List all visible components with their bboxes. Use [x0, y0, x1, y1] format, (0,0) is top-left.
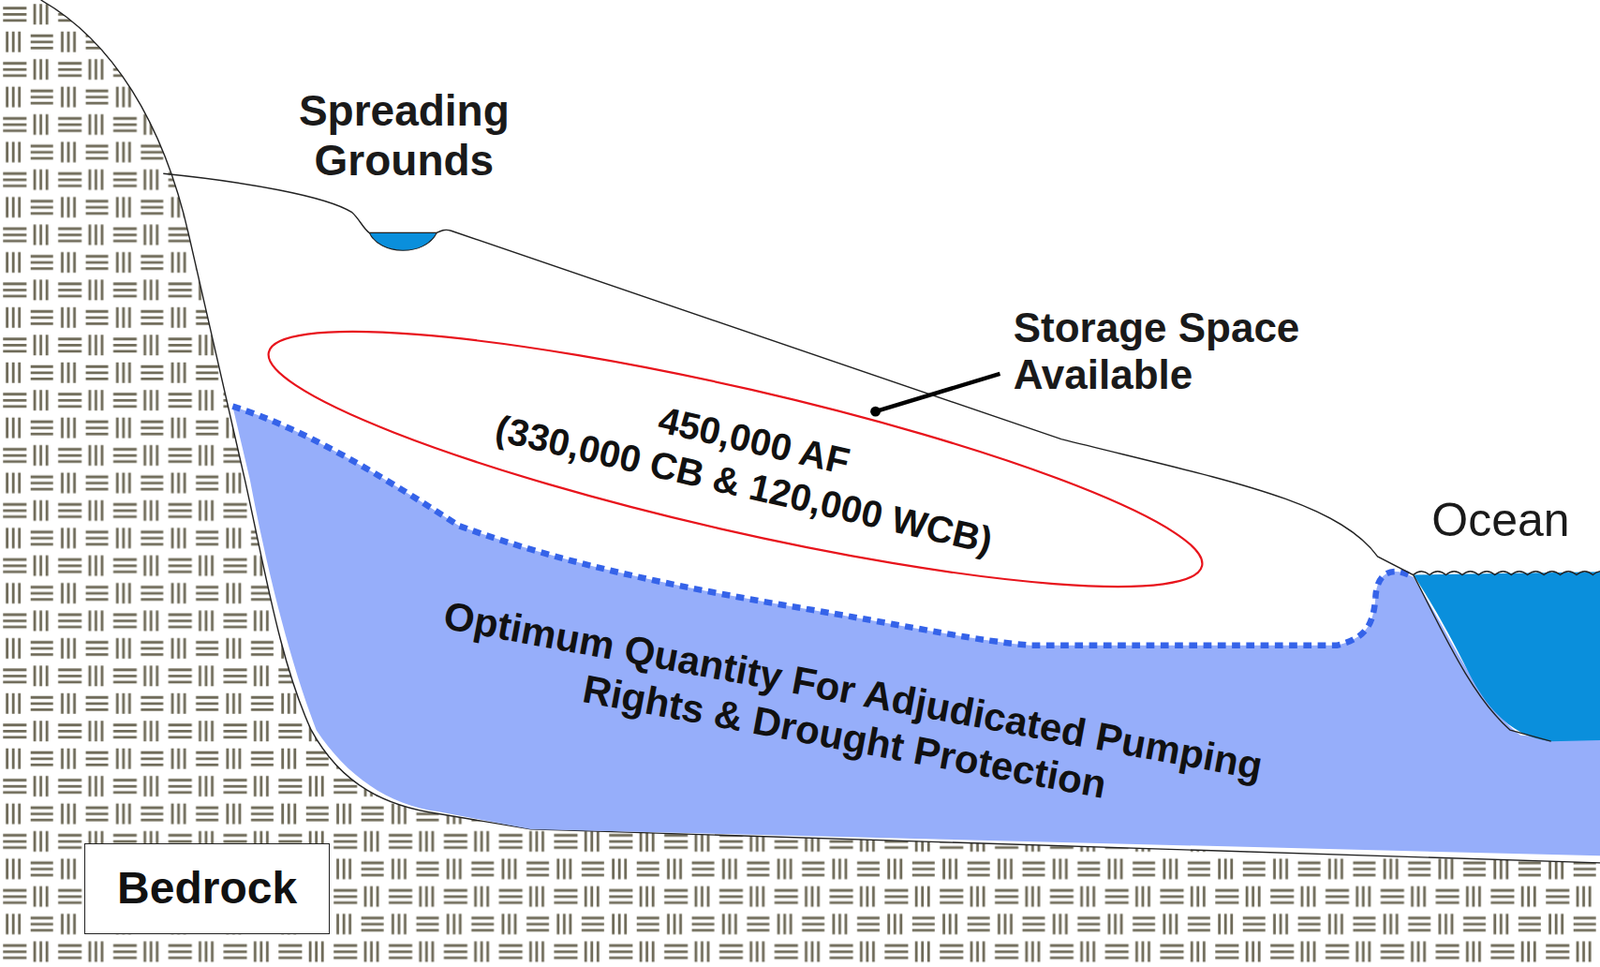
water-label: Ocean [1407, 493, 1595, 549]
groundwater-label-zone: Optimum Quantity For Adjudicated Pumping… [375, 581, 1323, 847]
bedrock-boundary [41, 0, 1600, 863]
ocean-water [1413, 571, 1600, 741]
site-label: Spreading Grounds [267, 86, 540, 186]
callout-label: Storage Space Available [1013, 304, 1342, 400]
basin-fill [41, 0, 1600, 863]
leader-dot [870, 406, 881, 417]
region-label: Bedrock [117, 860, 297, 916]
leader-line [875, 373, 1001, 412]
zone-text: Optimum Quantity For Adjudicated Pumping… [375, 581, 1323, 847]
land-surface [162, 173, 1551, 741]
bedrock-box: Bedrock [84, 843, 329, 934]
spreading-pond [369, 232, 437, 251]
ocean-waves [1413, 571, 1600, 576]
groundwater-zone [232, 406, 1600, 856]
